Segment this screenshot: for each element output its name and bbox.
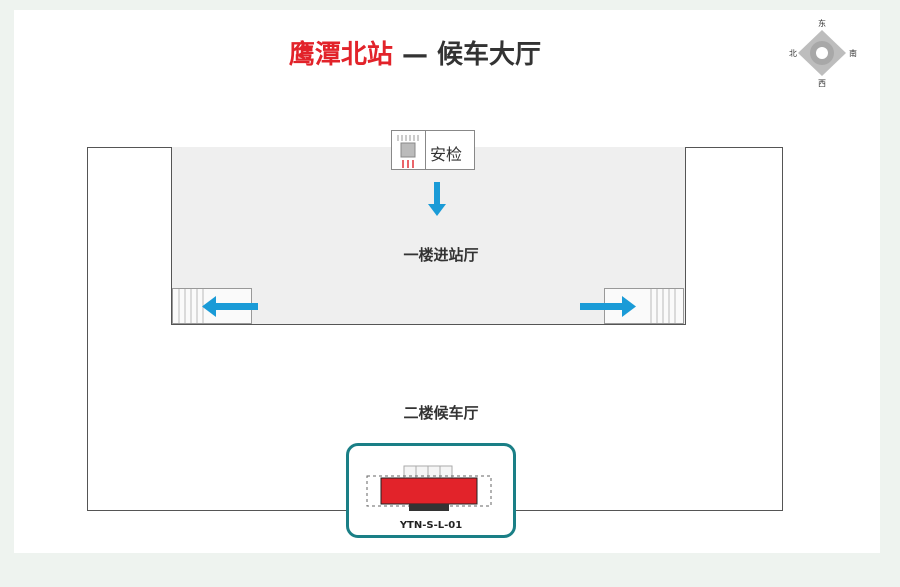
floor1-label: 一楼进站厅 [403, 246, 479, 264]
security-label: 安检 [430, 145, 463, 164]
station-name: 鹰潭北站 [288, 40, 393, 70]
security-divider [425, 131, 426, 169]
device-location-highlight: YTN-S-L-01 [346, 443, 516, 538]
security-checkpoint: 安检 [391, 130, 475, 170]
area-name: 候车大厅 [437, 40, 542, 70]
scanner-icon [397, 135, 419, 168]
down-arrow-icon [428, 182, 446, 216]
compass-south: 南 [849, 49, 857, 58]
compass: 东 北 南 西 [786, 18, 858, 88]
compass-east: 东 [818, 19, 826, 28]
device-marker [366, 465, 492, 511]
floor2-label: 二楼候车厅 [403, 404, 479, 422]
compass-north: 北 [789, 49, 797, 58]
stair-steps-right [650, 289, 676, 323]
page-title: 鹰潭北站 — 候车大厅 [0, 34, 830, 71]
compass-west: 西 [818, 79, 826, 88]
left-arrow-icon [202, 296, 258, 317]
floor1-entry-hall [171, 147, 686, 325]
stair-steps-left [178, 289, 204, 323]
device-code-label: YTN-S-L-01 [399, 520, 463, 531]
compass-rose-icon [798, 30, 846, 76]
title-separator: — [392, 40, 438, 70]
right-arrow-icon [580, 296, 636, 317]
